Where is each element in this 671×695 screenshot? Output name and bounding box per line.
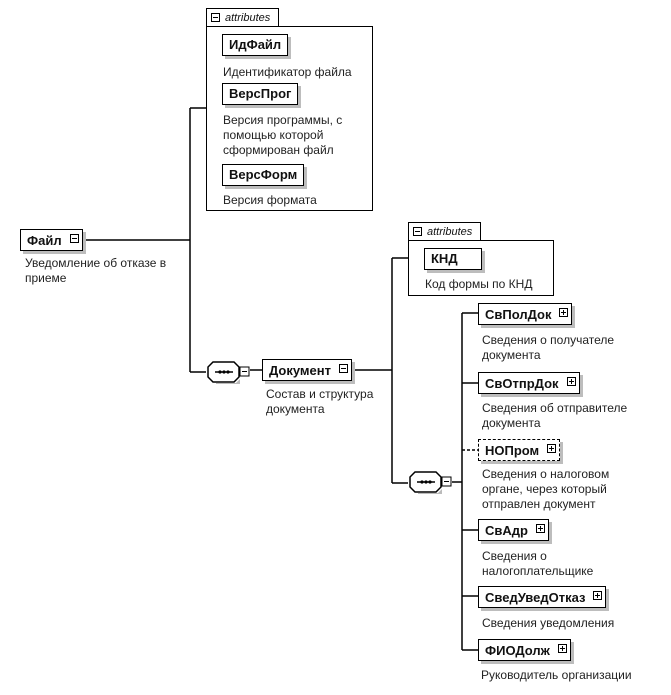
root-element-node[interactable]: Файл: [20, 229, 83, 251]
collapse-icon[interactable]: [69, 234, 79, 243]
collapse-icon[interactable]: [413, 227, 422, 236]
root-attributes-tab[interactable]: attributes: [206, 8, 280, 28]
collapse-icon[interactable]: [211, 13, 220, 22]
document-element-description: Состав и структура документа: [266, 387, 374, 416]
child-element-name: СвПолДок: [485, 307, 552, 322]
child-element-description: Сведения о налоговом органе, через котор…: [482, 467, 610, 511]
root-attributes-group: ИдФайл Идентификатор файла ВерсПрог Верс…: [206, 26, 373, 211]
sequence-compositor[interactable]: [408, 471, 452, 494]
child-element-description: Руководитель организации: [481, 668, 632, 682]
attribute-description: Версия программы, с помощью которой сфор…: [223, 113, 343, 157]
child-element-name: СвОтпрДок: [485, 376, 559, 391]
sequence-compositor[interactable]: [206, 361, 250, 384]
expand-icon[interactable]: [566, 377, 576, 386]
attribute-node[interactable]: ВерсФорм: [222, 164, 305, 186]
child-element-description: Сведения уведомления: [482, 616, 615, 630]
attribute-name: ИдФайл: [229, 37, 282, 52]
child-element-description: Сведения о получателе документа: [482, 333, 615, 362]
attribute-description: Код формы по КНД: [425, 277, 533, 291]
expand-icon[interactable]: [593, 591, 603, 600]
root-element-description: Уведомление об отказе в приеме: [25, 256, 167, 285]
child-element-node[interactable]: СвАдр: [478, 519, 549, 541]
optional-child-element-node[interactable]: НОПром: [478, 439, 561, 461]
child-element-node[interactable]: СведУведОтказ: [478, 586, 607, 608]
document-attributes-group: КНД Код формы по КНД: [408, 240, 554, 296]
attribute-name: КНД: [431, 251, 458, 266]
document-attributes-tab[interactable]: attributes: [408, 222, 482, 242]
attribute-node[interactable]: КНД: [424, 248, 482, 270]
child-element-node[interactable]: СвПолДок: [478, 303, 573, 325]
expand-icon[interactable]: [557, 644, 567, 653]
attributes-tab-label: attributes: [427, 226, 473, 238]
expand-icon[interactable]: [547, 444, 557, 453]
sequence-compositor-icon: [409, 471, 452, 494]
expand-icon[interactable]: [559, 308, 569, 317]
document-element-node[interactable]: Документ: [262, 359, 352, 381]
attribute-node[interactable]: ВерсПрог: [222, 83, 299, 105]
attribute-description: Идентификатор файла: [223, 65, 352, 79]
root-element-name: Файл: [27, 233, 62, 248]
attribute-node[interactable]: ИдФайл: [222, 34, 289, 56]
child-element-description: Сведения о налогоплательщике: [482, 549, 594, 578]
attribute-description: Версия формата: [223, 193, 317, 207]
child-element-name: СвАдр: [485, 523, 528, 538]
document-element-name: Документ: [269, 363, 331, 378]
child-element-name: НОПром: [485, 443, 540, 458]
collapse-icon[interactable]: [339, 364, 348, 373]
expand-icon[interactable]: [535, 524, 545, 533]
attribute-name: ВерсФорм: [229, 167, 298, 182]
child-element-node[interactable]: СвОтпрДок: [478, 372, 580, 394]
attributes-tab-label: attributes: [225, 12, 271, 24]
child-element-name: ФИОДолж: [485, 643, 550, 658]
child-element-node[interactable]: ФИОДолж: [478, 639, 571, 661]
child-element-name: СведУведОтказ: [485, 590, 586, 605]
sequence-compositor-icon: [207, 361, 250, 384]
attribute-name: ВерсПрог: [229, 86, 292, 101]
child-element-description: Сведения об отправителе документа: [482, 401, 628, 430]
